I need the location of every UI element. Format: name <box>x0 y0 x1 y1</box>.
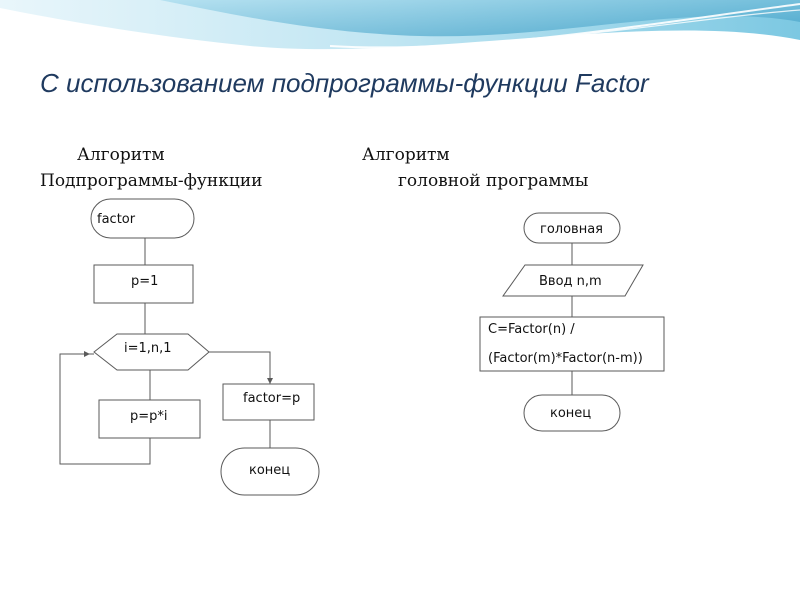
sub-arrow-head <box>84 351 90 357</box>
header-wave-decoration <box>0 0 800 50</box>
sub-end-terminator <box>220 447 320 496</box>
sub-start-label: factor <box>97 212 136 227</box>
sub-loop-exit-line <box>209 351 271 384</box>
sub-body-process <box>98 399 201 439</box>
main-compute-process <box>479 316 665 372</box>
main-compute-label-line2: (Factor(m)*Factor(n-m)) <box>488 351 643 366</box>
sub-init-label: p=1 <box>131 274 158 289</box>
sub-assign-process <box>222 383 315 421</box>
sub-assign-label: factor=p <box>243 391 300 406</box>
sub-arrow-head <box>267 378 273 384</box>
sub-body-label: p=p*i <box>130 409 168 424</box>
left-caption-line1: Алгоритм <box>77 145 165 165</box>
main-compute-label-line1: C=Factor(n) / <box>488 322 575 337</box>
right-caption-line2: головной программы <box>398 171 589 191</box>
left-caption-line2: Подпрограммы-функции <box>40 171 263 191</box>
sub-init-process <box>93 264 194 304</box>
sub-loop-back-line <box>59 353 151 465</box>
main-start-label: головная <box>540 222 603 237</box>
sub-end-label: конец <box>249 463 290 478</box>
main-input-parallelogram <box>502 264 644 297</box>
main-input-label: Ввод n,m <box>539 274 602 289</box>
right-caption-line1: Алгоритм <box>362 145 450 165</box>
sub-loop-label: i=1,n,1 <box>124 341 172 356</box>
main-end-label: конец <box>550 406 591 421</box>
main-end-terminator <box>523 394 621 432</box>
sub-start-terminator <box>90 198 195 239</box>
slide-title: С использованием подпрограммы-функции Fa… <box>40 68 649 98</box>
